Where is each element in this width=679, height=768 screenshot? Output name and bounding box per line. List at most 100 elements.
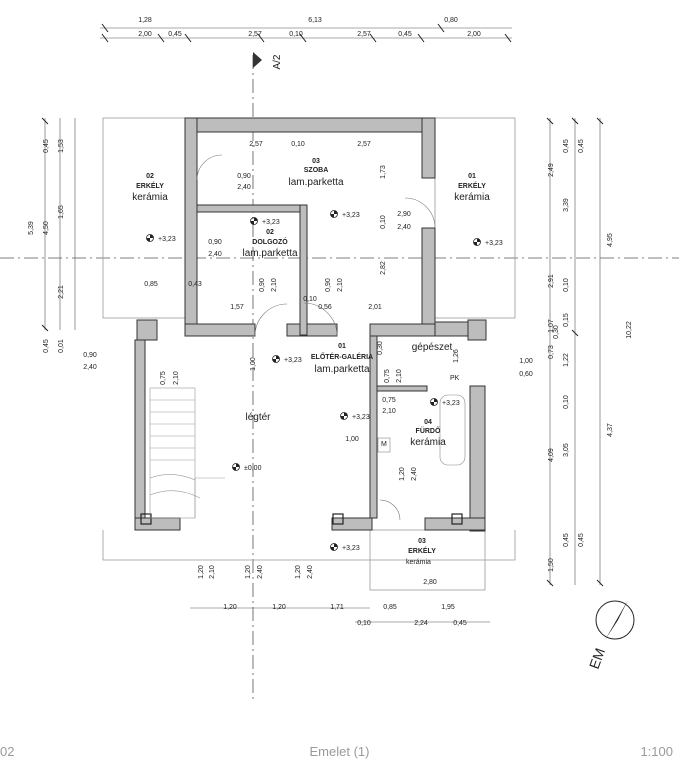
room-name: SZOBA — [304, 167, 329, 174]
dim-top-inner: 0,45 — [168, 31, 182, 38]
dim-right-inner: 3,05 — [563, 443, 570, 457]
dim-interior: 2,10 — [382, 408, 396, 415]
level: +3,23 — [342, 212, 360, 219]
level: +3,23 — [485, 240, 503, 247]
dim-top-outer: 6,13 — [308, 17, 322, 24]
staircase — [149, 387, 225, 519]
dim-interior: 2,80 — [423, 579, 437, 586]
level: +3,23 — [442, 400, 460, 407]
room-name: ERKÉLY — [458, 181, 486, 190]
dim-bottom-v: 1,20 — [245, 565, 252, 579]
dim-top-inner: 2,00 — [138, 31, 152, 38]
dim-bottom-row1: 0,85 — [383, 604, 397, 611]
dim-interior: 1,00 — [250, 357, 257, 371]
room-name: ERKÉLY — [136, 181, 164, 190]
dim-right-inner: 3,39 — [563, 198, 570, 212]
dim-interior: 0,10 — [303, 296, 317, 303]
dim-right-inner: 0,30 — [553, 325, 560, 339]
dim-right-inner: 1,22 — [563, 353, 570, 367]
level: +3,23 — [158, 236, 176, 243]
dim-interior: 1,00 — [519, 358, 533, 365]
dim-interior: 0,10 — [380, 215, 387, 229]
dim-interior: 2,10 — [396, 369, 403, 383]
dim-interior: 2,90 — [397, 211, 411, 218]
dim-left-mid: 4,50 — [43, 221, 50, 235]
dim-right-inner: 0,10 — [563, 278, 570, 292]
dim-bottom-row1: 1,20 — [223, 604, 237, 611]
level: ±0,00 — [244, 465, 262, 472]
dim-interior: 2,40 — [397, 224, 411, 231]
dim-top-inner: 2,57 — [357, 31, 371, 38]
dim-left-inner: 0,45 — [43, 339, 50, 353]
dim-right-inner: 1,50 — [548, 558, 555, 572]
dimension-ticks — [41, 23, 604, 587]
dim-right-inner: 0,45 — [578, 533, 585, 547]
north-arrow-icon: EM — [586, 600, 635, 671]
dim-top-outer: 1,28 — [138, 17, 152, 24]
dim-interior: 2,10 — [173, 371, 180, 385]
dim-interior: 0,90 — [237, 173, 251, 180]
room-no: 01 — [338, 343, 346, 350]
dim-interior: 2,57 — [249, 141, 263, 148]
level-marker-icon — [330, 210, 338, 218]
dim-interior: 0,85 — [144, 281, 158, 288]
bathroom-fixtures — [377, 394, 466, 466]
axis-lines — [0, 55, 679, 700]
dim-interior: 0,90 — [208, 239, 222, 246]
room-name: ELŐTÉR-GALÉRIA — [311, 352, 373, 361]
dimension-lines — [44, 27, 601, 623]
pk-label: PK — [450, 375, 460, 382]
dim-interior: 0,90 — [325, 278, 332, 292]
dim-interior: 2,40 — [411, 467, 418, 481]
dim-top-inner: 0,45 — [398, 31, 412, 38]
dim-interior: 0,10 — [291, 141, 305, 148]
room-no: 02 — [266, 229, 274, 236]
dim-interior: 2,40 — [208, 251, 222, 258]
level: +3,23 — [342, 545, 360, 552]
dim-left-mid: 2,21 — [58, 285, 65, 299]
axis-marker — [253, 52, 262, 68]
dim-interior: 0,30 — [377, 341, 384, 355]
room-name: DOLGOZÓ — [252, 237, 288, 246]
level: +3,23 — [352, 414, 370, 421]
room-name: FÜRDŐ — [416, 426, 441, 435]
dim-interior: 2,40 — [237, 184, 251, 191]
legter-label: légtér — [245, 412, 271, 423]
level-marker-icon — [340, 412, 348, 420]
room-name: ERKÉLY — [408, 546, 436, 555]
room-no: 03 — [312, 158, 320, 165]
dim-right-mid: 4,37 — [607, 423, 614, 437]
dim-left-inner: 1,65 — [58, 205, 65, 219]
dim-interior: 0,90 — [83, 352, 97, 359]
dim-bottom-v: 2,40 — [307, 565, 314, 579]
dim-interior: 2,40 — [83, 364, 97, 371]
dim-right-inner: 0,45 — [563, 533, 570, 547]
room-no: 03 — [418, 538, 426, 545]
dim-interior: 0,43 — [188, 281, 202, 288]
level-markers — [146, 210, 481, 551]
dim-right-inner: 0,73 — [548, 345, 555, 359]
dim-interior: 2,01 — [368, 304, 382, 311]
dim-interior: 0,75 — [382, 397, 396, 404]
dim-top-inner: 2,57 — [248, 31, 262, 38]
dim-bottom-row2: 0,45 — [453, 620, 467, 627]
dim-bottom-row1: 1,20 — [272, 604, 286, 611]
level-marker-icon — [272, 355, 280, 363]
room-material: lam.parketta — [242, 248, 297, 259]
room-material: lam.parketta — [314, 364, 369, 375]
dim-interior: 2,10 — [271, 278, 278, 292]
dim-interior: 1,00 — [345, 436, 359, 443]
dim-interior: 0,75 — [384, 369, 391, 383]
dim-right-inner: 0,10 — [563, 395, 570, 409]
door-swings — [196, 154, 436, 521]
dim-right-outer: 10,22 — [626, 321, 633, 339]
dim-bottom-v: 2,10 — [209, 565, 216, 579]
drawing-title: Emelet (1) — [309, 744, 370, 759]
columns — [140, 513, 463, 525]
level-marker-icon — [330, 543, 338, 551]
level-marker-icon — [473, 238, 481, 246]
dim-top-inner: 2,00 — [467, 31, 481, 38]
dim-left-inner: 0,01 — [58, 339, 65, 353]
